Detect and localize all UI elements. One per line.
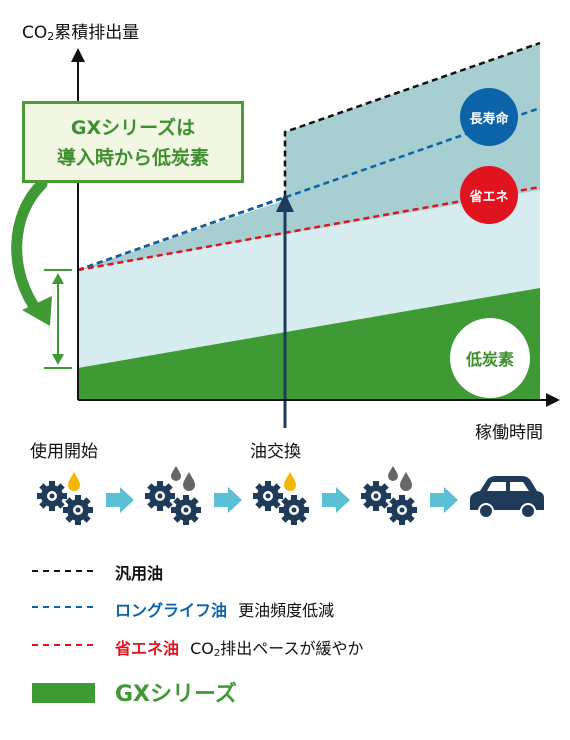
oil-change-label: 油交換 [250,442,301,462]
oil-drop-icon-degraded [183,472,195,491]
x-axis-title: 稼働時間 [475,423,543,443]
y-axis-title: CO2累積排出量 [22,18,139,43]
diff-arrow-down [52,354,64,365]
timeline-icons [37,466,544,525]
legend-gx-label: GXシリーズ [115,682,237,707]
energy-saving-badge: 省エネ [460,166,518,224]
callout-line-2: 導入時から低炭素 [56,147,209,169]
y-axis-arrow [71,48,85,62]
legend-gx-swatch [32,683,95,703]
long-life-oil-line [77,106,541,272]
callout-line-1: GXシリーズは [70,117,196,139]
diff-arrow-up [52,273,64,284]
gears-icon-stage-1 [37,472,93,525]
oil-drop-icon-degraded-2 [400,472,412,491]
arrow-right-icon-3 [322,487,350,513]
car-icon [470,476,544,519]
start-label: 使用開始 [30,442,98,462]
x-axis-arrow [546,393,560,407]
legend-eco-note: CO2排出ペースが緩やか [190,639,364,659]
arrow-right-icon-4 [430,487,458,513]
y-axis-title-suffix: 累積排出量 [54,23,140,43]
legend-long-life-name: ロングライフ油 [115,601,228,620]
gx-callout: GXシリーズは 導入時から低炭素 [22,101,244,183]
y-axis-title-sub: 2 [47,30,55,43]
general-oil-line [77,41,541,272]
gears-icon-stage-4 [361,466,417,525]
arrow-right-icon-1 [106,487,134,513]
oil-change-arrow-head [276,193,294,212]
legend-eco-note-sub: 2 [213,648,221,659]
oil-drop-icon-degraded-small-2 [388,466,398,481]
low-carbon-badge: 低炭素 [450,318,530,398]
callout-arrow-head [22,296,52,326]
oil-drop-icon-degraded-small [171,466,181,481]
legend-general-label: 汎用油 [115,564,164,583]
gears-icon-stage-3 [253,472,309,525]
legend-graphics [32,570,95,703]
arrow-right-icon-2 [214,487,242,513]
legend-eco-name: 省エネ油 [115,639,180,658]
gx-series-area [78,288,540,400]
gears-icon-stage-2 [145,466,201,525]
legend-eco-note-suffix: 排出ペースが緩やか [220,639,364,658]
y-axis-title-prefix: CO [22,23,48,43]
long-life-badge: 長寿命 [460,88,518,146]
legend-eco-note-prefix: CO [190,639,214,658]
callout-curved-arrow [11,178,48,318]
general-oil-area [78,43,540,270]
legend-eco: 省エネ油 CO2排出ペースが緩やか [115,635,363,659]
oil-drop-icon-renewed [284,472,296,491]
legend-long-life: ロングライフ油 更油頻度低減 [115,597,334,621]
oil-drop-icon-new [68,472,80,491]
legend-long-life-note: 更油頻度低減 [238,601,335,620]
emission-diagram [11,41,560,428]
